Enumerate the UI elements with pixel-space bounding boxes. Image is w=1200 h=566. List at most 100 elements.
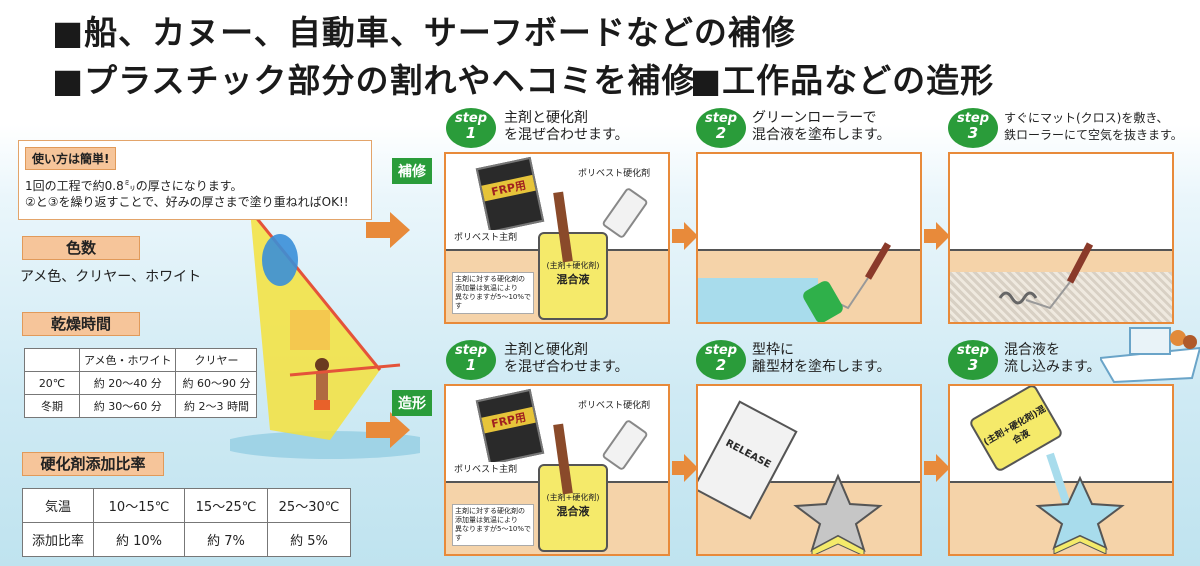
ratio-header-cell: 25～30℃ [267,488,351,523]
ratio-header-cell: 10～15℃ [93,488,185,523]
step-number: 1 [465,124,477,142]
heading-line-1: ■船、カヌー、自動車、サーフボードなどの補修 [52,13,796,52]
step-word: step [454,111,488,126]
drying-header-cell: クリヤー [175,348,258,372]
mix-label: 混合液 [556,273,590,286]
step-number: 2 [715,356,727,374]
drying-cell: 約 20～40 分 [78,371,177,395]
filled-star-mold-icon [1035,452,1125,554]
repair-step-2-panel [696,152,922,324]
drying-cell: 約 60～90 分 [175,371,258,395]
arrow-right-icon [672,454,698,482]
step-word: step [704,343,738,358]
heading-line-2b: ■工作品などの造形 [690,61,995,100]
step-text-line: グリーンローラーで [752,110,877,126]
step-number: 2 [715,124,727,142]
applied-resin [698,278,818,322]
shaping-step-1-panel: FRP用 (主剤+硬化剤) 混合液 ポリベスト硬化剤 ポリベスト主剤 主剤に対す… [444,384,670,556]
drying-title: 乾燥時間 [22,312,140,336]
hardener-note: 主剤に対する硬化剤の 添加量は気温により 異なりますが5～10%です [452,272,534,314]
arrow-right-icon [672,222,698,250]
ratio-header-cell: 気温 [22,488,94,523]
step-text-line: 混合液を塗布します。 [752,127,891,143]
shaping-tag: 造形 [392,390,432,416]
step-text-line: 流し込みます。 [1004,359,1101,375]
mix-cup-icon: (主剤+硬化剤) 混合液 [538,232,608,320]
drying-cell: 約 30～60 分 [78,394,177,418]
drying-header-cell [24,348,80,372]
step-text-line: 主剤と硬化剤 [504,342,588,358]
repair-tag: 補修 [392,158,432,184]
repair-step-1-panel: FRP用 (主剤+硬化剤) 混合液 ポリベスト硬化剤 ポリベスト主剤 主剤に対す… [444,152,670,324]
step-text-line: すぐにマット(クロス)を敷き、 [1004,111,1169,125]
step-number: 3 [967,124,979,142]
note-line: 異なりますが5～10%です [455,525,532,542]
step-text-line: を混ぜ合わせます。 [504,359,629,375]
ratio-cell: 約 5% [267,522,351,557]
ratio-cell: 添加比率 [22,522,94,557]
mix-sub-label: (主剤+硬化剤) [546,261,600,270]
colors-title: 色数 [22,236,140,260]
mix-cup-icon: (主剤+硬化剤) 混合液 [538,464,608,552]
step-text: グリーンローラーで混合液を塗布します。 [752,110,891,144]
shaping-step-3-panel: (主剤+硬化剤)混合液 [948,384,1174,556]
mix-label: 混合液 [556,505,590,518]
hardener-note: 主剤に対する硬化剤の 添加量は気温により 異なりますが5～10%です [452,504,534,546]
boat-illustration [1100,327,1200,384]
can-brand-label: FRP用 [481,174,536,202]
step-text-line: 型枠に [752,342,794,358]
step-word: step [956,111,990,126]
note-line: 主剤に対する硬化剤の [455,275,525,283]
drying-cell: 約 2～3 時間 [175,394,258,418]
usage-title: 使い方は簡単! [25,147,117,170]
ratio-header-cell: 15～25℃ [184,488,268,523]
step-text-line: 混合液を [1004,342,1060,358]
repair-step-3-panel [948,152,1174,324]
windsurfer-illustration [230,209,420,459]
drying-cell: 20℃ [24,371,80,395]
drying-table: アメ色・ホワイト クリヤー 20℃ 約 20～40 分 約 60～90 分 冬期… [24,348,258,418]
usage-line-1: 1回の工程で約0.8㍉の厚さになります。 [25,179,243,193]
step-text-line: 鉄ローラーにて空気を抜きます。 [1004,128,1183,142]
step-text: 混合液を流し込みます。 [1004,342,1101,376]
step-word: step [454,343,488,358]
note-line: 主剤に対する硬化剤の [455,507,525,515]
arrow-right-icon [366,212,410,248]
step-word: step [956,343,990,358]
main-agent-label: ポリベスト主剤 [454,462,518,475]
star-mold-icon [793,473,883,554]
mix-sub-label: (主剤+硬化剤) [546,493,600,502]
step-number: 3 [967,356,979,374]
step-text: 主剤と硬化剤を混ぜ合わせます。 [504,342,629,376]
step-text: 型枠に離型材を塗布します。 [752,342,891,376]
mat-cloth [950,272,1172,322]
usage-line-2: ②と③を繰り返すことで、好みの厚さまで塗り重ねればOK!! [25,195,349,209]
ratio-cell: 約 10% [93,522,185,557]
ratio-cell: 約 7% [184,522,268,557]
green-roller-icon [803,242,892,322]
step-text: 主剤と硬化剤を混ぜ合わせます。 [504,110,629,144]
arrow-right-icon [924,454,950,482]
arrow-right-icon [366,412,410,448]
ratio-table: 気温 10～15℃ 15～25℃ 25～30℃ 添加比率 約 10% 約 7% … [22,488,351,557]
hardener-label: ポリベスト硬化剤 [578,398,651,411]
ratio-title: 硬化剤添加比率 [22,452,164,476]
shaping-step-2-panel: RELEASE [696,384,922,556]
step-number: 1 [465,356,477,374]
drying-cell: 冬期 [24,394,80,418]
step-text-line: 離型材を塗布します。 [752,359,891,375]
can-brand-label: FRP用 [481,406,536,434]
step-text-line: を混ぜ合わせます。 [504,127,629,143]
step-text-line: 主剤と硬化剤 [504,110,588,126]
main-agent-label: ポリベスト主剤 [454,230,518,243]
note-line: 添加量は気温により [455,516,518,524]
note-line: 添加量は気温により [455,284,518,292]
hardener-label: ポリベスト硬化剤 [578,166,651,179]
iron-roller-icon [998,242,1094,310]
